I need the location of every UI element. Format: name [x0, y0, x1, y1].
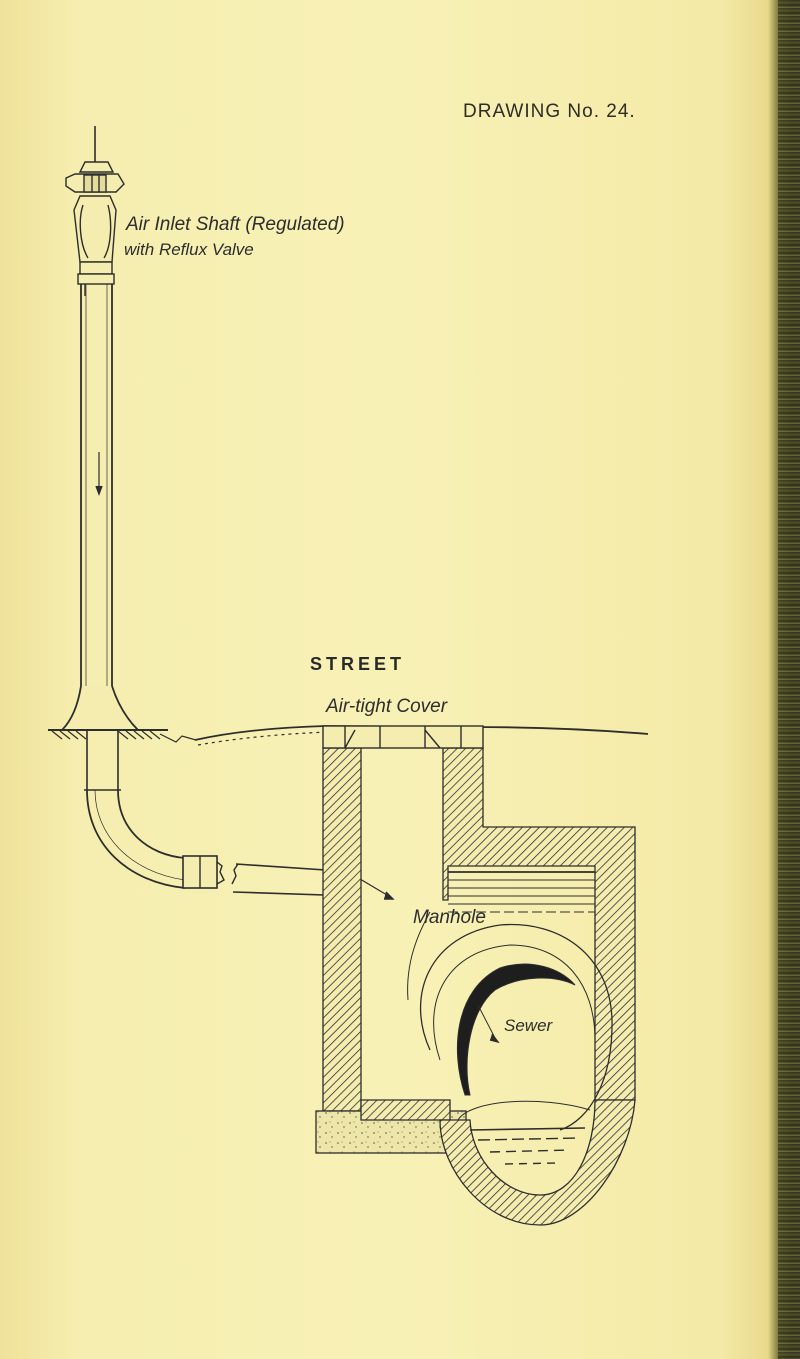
cover-label: Air-tight Cover [326, 696, 448, 717]
manhole-walls [315, 747, 636, 1154]
sewer-label: Sewer [504, 1016, 553, 1035]
air-tight-cover [322, 725, 484, 749]
manhole-label: Manhole [413, 907, 486, 928]
shaft-label-line1: Air Inlet Shaft (Regulated) [126, 214, 345, 235]
page-binding-edge [778, 0, 800, 1359]
benching-lines [448, 871, 595, 913]
street-label: STREET [310, 654, 406, 674]
sewer-shell [419, 923, 636, 1226]
drawing-title: DRAWING No. 24. [463, 101, 636, 122]
air-inlet-shaft [59, 284, 141, 731]
sewer-mouth [456, 963, 576, 1096]
shaft-label-line2: with Reflux Valve [124, 240, 254, 259]
reflux-valve-cap [65, 126, 125, 296]
